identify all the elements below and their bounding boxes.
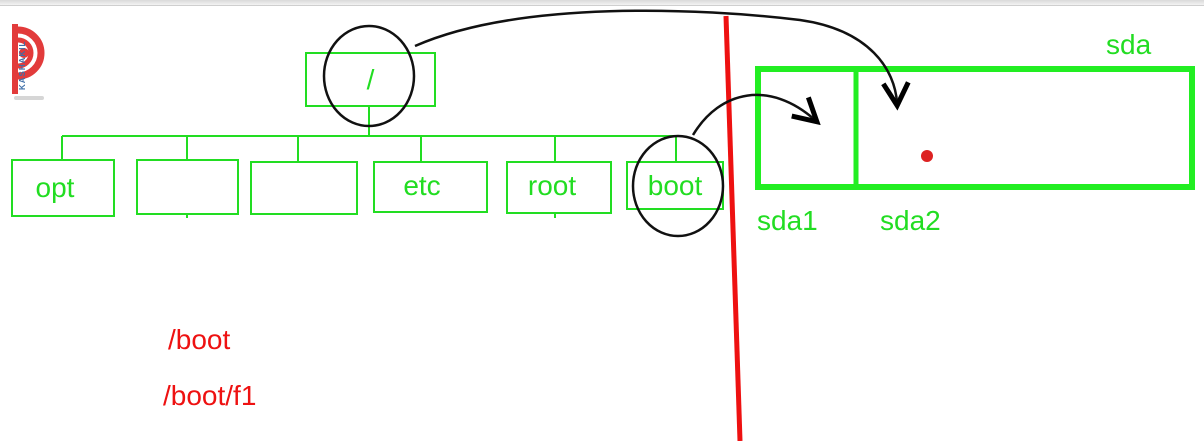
tree-node-etc-box	[373, 161, 488, 213]
tree-root-label: /	[366, 64, 375, 95]
divider-line	[723, 15, 743, 441]
disk-label: sda	[1106, 29, 1152, 60]
window-top-edge	[0, 0, 1204, 6]
tree-node-empty-1-box	[136, 159, 239, 215]
path-label-boot-f1: /boot/f1	[163, 380, 257, 411]
tree-node-boot-label: boot	[647, 170, 703, 201]
root-highlight-circle	[322, 24, 416, 128]
path-label-boot: /boot	[168, 324, 231, 355]
tree-node-root-box	[506, 161, 612, 214]
partition-1-label: sda1	[757, 205, 818, 236]
tree-node-root-label: root	[527, 170, 577, 201]
tree-node-opt-label: opt	[35, 172, 75, 203]
mount-point-dot	[921, 150, 933, 162]
tree-root-box	[305, 52, 436, 107]
disk-box	[755, 66, 1195, 190]
brand-logo-icon	[12, 24, 45, 94]
root-to-sda2-arrow	[414, 9, 897, 103]
tree-node-empty-2-box	[250, 161, 358, 215]
boot-highlight-circle	[631, 134, 725, 238]
partition-2-label: sda2	[880, 205, 941, 236]
brand-logo	[10, 20, 50, 104]
tree-node-etc-label: etc	[403, 170, 441, 201]
boot-to-sda1-arrow	[691, 93, 815, 136]
tree-node-opt-box	[11, 159, 115, 217]
brand-logo-shadow	[14, 96, 44, 100]
